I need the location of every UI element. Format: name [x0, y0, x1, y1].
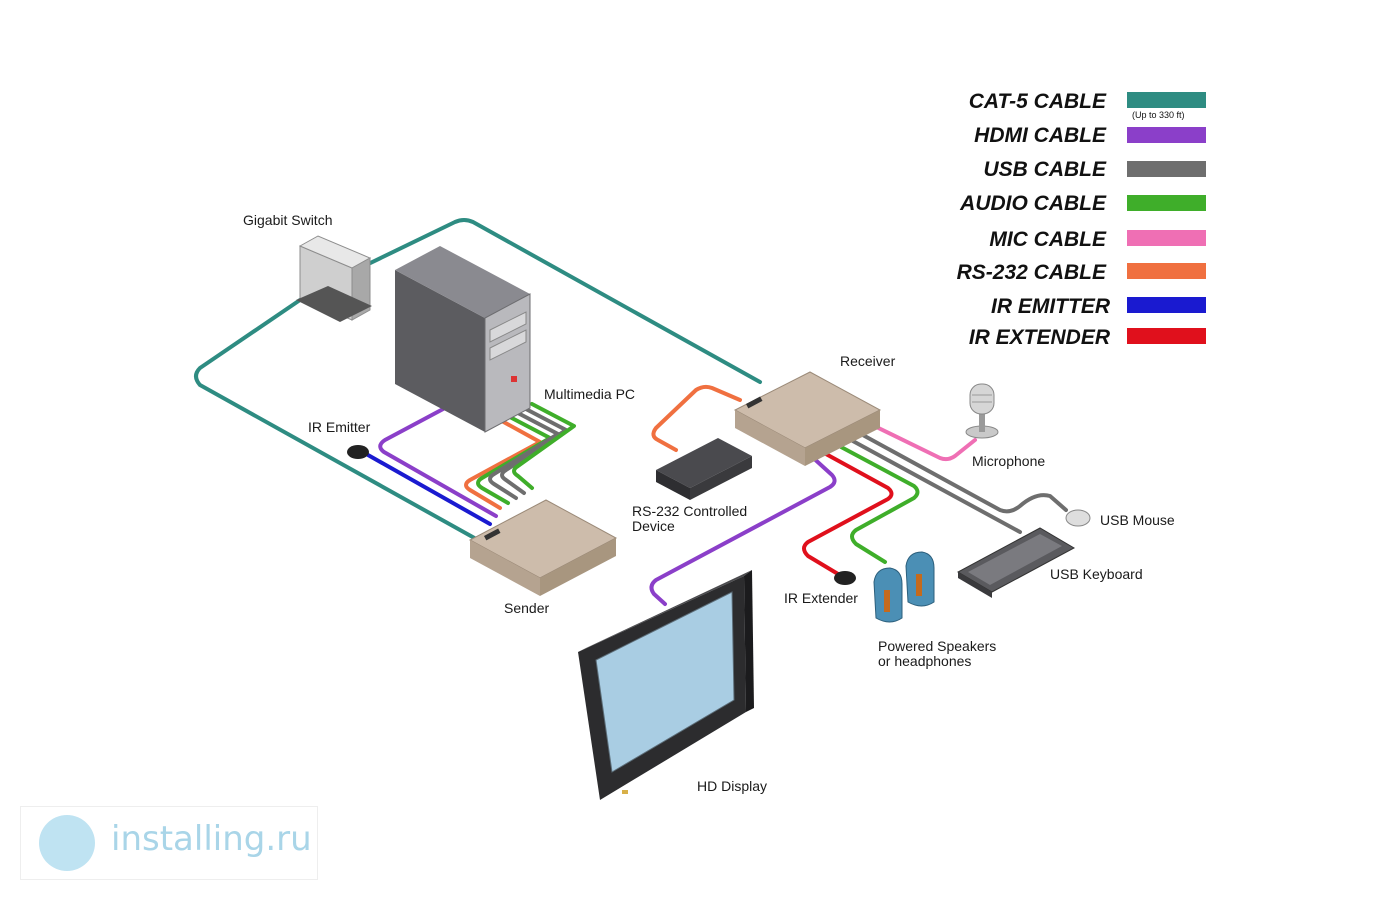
label-rs232-device-line1: RS-232 Controlled [632, 503, 747, 519]
ir-emitter-icon [347, 445, 369, 459]
audio-cable-speakers [826, 438, 920, 564]
usb-cable-pc-2 [500, 406, 568, 495]
legend-label-hdmi: HDMI CABLE [974, 124, 1107, 147]
label-multimedia-pc: Multimedia PC [544, 386, 635, 402]
audio-cable-pc-1 [476, 414, 552, 505]
label-rs232-device-line2: Device [632, 518, 675, 534]
label-microphone: Microphone [972, 453, 1045, 469]
legend-swatch-hdmi [1127, 127, 1206, 143]
legend-label-cat5: CAT-5 CABLE [969, 90, 1107, 113]
rs232-device-icon [656, 438, 752, 500]
legend-note-cat5: (Up to 330 ft) [1132, 110, 1185, 120]
multimedia-pc-icon [395, 246, 531, 433]
ir-emitter-cable [366, 453, 492, 526]
label-hd-display: HD Display [697, 778, 767, 794]
legend-swatch-mic [1127, 230, 1206, 246]
label-speakers-line1: Powered Speakers [878, 638, 996, 654]
legend-swatch-usb [1127, 161, 1206, 177]
label-ir-extender: IR Extender [784, 590, 858, 606]
legend: CAT-5 CABLE (Up to 330 ft) HDMI CABLE US… [957, 90, 1206, 349]
legend-label-ir-extender: IR EXTENDER [969, 326, 1111, 349]
legend-label-ir-emitter: IR EMITTER [991, 295, 1111, 318]
usb-cable-keyboard [838, 432, 1022, 534]
mic-cable [860, 418, 977, 462]
hdmi-cable-display [649, 453, 837, 606]
sender-icon [468, 499, 618, 596]
legend-label-usb: USB CABLE [983, 158, 1106, 181]
usb-keyboard-icon [956, 527, 1076, 598]
rs232-cable-receiver [651, 384, 742, 452]
label-gigabit-switch: Gigabit Switch [243, 212, 332, 228]
watermark: installing.ru [20, 806, 318, 880]
rs232-cable-pc [464, 418, 542, 510]
ir-extender-icon [834, 571, 856, 585]
legend-swatch-ir-extender [1127, 328, 1206, 344]
legend-label-mic: MIC CABLE [989, 228, 1107, 251]
legend-swatch-ir-emitter [1127, 297, 1206, 313]
cat5-cable [194, 218, 762, 542]
legend-label-rs232: RS-232 CABLE [957, 261, 1107, 284]
audio-cable-pc-2 [512, 402, 576, 490]
legend-swatch-cat5 [1127, 92, 1206, 108]
usb-mouse-icon [1065, 509, 1091, 527]
watermark-text: installing.ru [111, 819, 312, 859]
usb-cable-mouse [848, 426, 1068, 514]
microphone-icon [965, 383, 999, 439]
speakers-icon [873, 551, 935, 623]
hd-display-icon [578, 570, 754, 800]
watermark-logo-icon [39, 815, 95, 871]
receiver-icon [733, 371, 882, 466]
legend-swatch-rs232 [1127, 263, 1206, 279]
label-usb-mouse: USB Mouse [1100, 512, 1175, 528]
usb-cable-pc-1 [488, 410, 560, 500]
legend-label-audio: AUDIO CABLE [959, 192, 1107, 215]
ir-extender-cable [802, 446, 894, 576]
label-ir-emitter: IR Emitter [308, 419, 371, 435]
label-speakers-line2: or headphones [878, 653, 971, 669]
label-sender: Sender [504, 600, 549, 616]
label-usb-keyboard: USB Keyboard [1050, 566, 1143, 582]
label-receiver: Receiver [840, 353, 896, 369]
gigabit-switch-icon [296, 235, 372, 322]
legend-swatch-audio [1127, 195, 1206, 211]
hdmi-cable-pc [378, 406, 498, 518]
